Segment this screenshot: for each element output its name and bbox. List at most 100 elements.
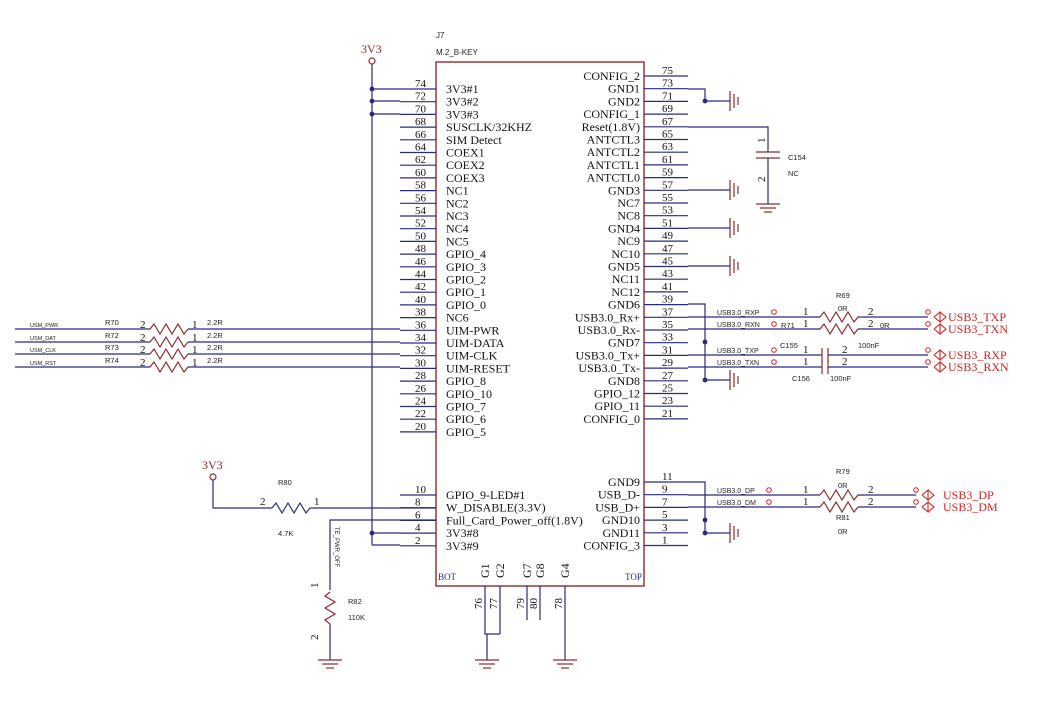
pin-name: CONFIG_2 (583, 69, 640, 83)
pin-name: NC12 (611, 285, 640, 299)
pin-name: SUSCLK/32KHZ (446, 120, 532, 134)
pin-name: GPIO_8 (446, 374, 486, 388)
junction-dot (369, 111, 375, 117)
pin-name: 3V3#8 (446, 526, 479, 540)
pin-name: COEX2 (446, 158, 485, 172)
r82-value: 110K (348, 613, 365, 622)
pin-number: 63 (662, 141, 674, 153)
pin-number: 30 (415, 357, 427, 369)
sim-net-label: USM_CLK (30, 348, 56, 354)
usb3-pin1: 1 (803, 318, 809, 330)
reset-wire (688, 126, 769, 152)
pin-number: 10 (415, 484, 427, 496)
pin-name: GPIO_7 (446, 400, 486, 414)
pin-name: GPIO_1 (446, 285, 486, 299)
sim-resistor-pin2: 2 (140, 332, 146, 344)
port-arrow-icon (939, 323, 947, 335)
bottom-pin-name: G8 (533, 563, 547, 578)
pin-name: USB_D+ (595, 500, 640, 514)
r71-value: 0R (880, 321, 890, 330)
pin-name: GPIO_3 (446, 260, 486, 274)
bottom-pin-number: 80 (528, 598, 540, 610)
pin-number: 53 (662, 205, 674, 217)
usb3-pin2: 2 (868, 306, 874, 318)
pin-number: 64 (415, 142, 427, 154)
pin-number: 61 (662, 154, 673, 166)
pin-name: SIM Detect (446, 133, 502, 147)
r81-value: 0R (838, 527, 848, 536)
pin-number: 4 (415, 522, 421, 534)
pin-name: 3V3#1 (446, 82, 479, 96)
bottom-pin-number: 79 (515, 598, 527, 610)
sim-resistor (149, 322, 189, 336)
pin-name: GND7 (608, 336, 640, 350)
r82-ref: R82 (348, 597, 362, 606)
pin-number: 58 (415, 180, 427, 192)
right-pin-group: 75CONFIG_273GND171GND269CONFIG_167Reset(… (575, 65, 688, 553)
junction-dot (369, 98, 375, 104)
pin-name: NC5 (446, 234, 469, 248)
c154-ref: C154 (788, 153, 806, 162)
r71-ref: R71 (781, 321, 795, 330)
pin-name: CONFIG_0 (583, 412, 640, 426)
bottom-pin-number: 76 (473, 598, 485, 610)
pin-name: NC4 (446, 222, 469, 236)
connector-part: M.2_B-KEY (436, 48, 478, 57)
sim-resistor-value: 2.2R (207, 318, 223, 327)
test-point-icon (766, 499, 772, 505)
pin-name: UIM-PWR (446, 323, 499, 337)
pin-name: NC10 (611, 247, 640, 261)
bottom-pin-name: G1 (478, 563, 492, 578)
c154-value: NC (788, 169, 799, 178)
pin-number: 36 (415, 319, 427, 331)
pin-number: 11 (662, 471, 673, 483)
ground-symbol-icon (756, 203, 780, 213)
connector-bot-label: BOT (438, 572, 457, 582)
usb2-pin1: 1 (803, 484, 809, 496)
sim-resistor-pin1: 1 (192, 357, 198, 369)
pin-number: 49 (662, 230, 674, 242)
pin-number: 56 (415, 192, 427, 204)
r80-pin1: 1 (314, 496, 320, 508)
pin-name: GND1 (608, 82, 640, 96)
pin-name: GND6 (608, 298, 640, 312)
sim-resistor-pin1: 1 (192, 332, 198, 344)
c154-pin2: 2 (756, 177, 768, 183)
sim-net-label: USM_DAT (30, 336, 57, 342)
usb3-net-label: USB3.0_RXN (717, 322, 760, 329)
usb3-net-label: USB3.0_RXP (717, 310, 760, 317)
bottom-pin-name: G4 (558, 563, 572, 578)
port-arrow-icon (933, 348, 941, 362)
pin-number: 9 (662, 484, 668, 496)
r79-ref: R79 (836, 467, 850, 476)
sim-resistor-pin2: 2 (140, 319, 146, 331)
pin-name: GPIO_10 (446, 387, 492, 401)
port-arrow-icon (933, 360, 941, 374)
pin-number: 29 (662, 357, 674, 369)
bottom-pin-name: G7 (520, 563, 534, 578)
power-3v3-top-terminal (368, 57, 376, 65)
pin-name: NC9 (617, 234, 640, 248)
pin-number: 65 (662, 129, 674, 141)
pin-number: 27 (662, 370, 674, 382)
pin-number: 21 (662, 408, 673, 420)
pin-number: 74 (415, 78, 427, 90)
pin-name: GND10 (602, 513, 640, 527)
junction-dot (702, 339, 708, 345)
pin-number: 7 (662, 496, 668, 508)
pin-number: 42 (415, 281, 426, 293)
bottom-pin-name: G2 (493, 563, 507, 578)
pin-number: 25 (662, 383, 674, 395)
test-point-icon (766, 487, 772, 493)
pin-name: 3V3#2 (446, 95, 479, 109)
usb2-pin1: 1 (803, 496, 809, 508)
r82-pin2: 2 (309, 635, 321, 641)
r80-pin2: 2 (260, 496, 266, 508)
r82-pin1: 1 (309, 583, 321, 589)
usb3-port-label: USB3_TXP (948, 310, 1006, 324)
c156-value: 100nF (830, 374, 852, 383)
pin-number: 55 (662, 192, 674, 204)
pin-name: GND5 (608, 260, 640, 274)
